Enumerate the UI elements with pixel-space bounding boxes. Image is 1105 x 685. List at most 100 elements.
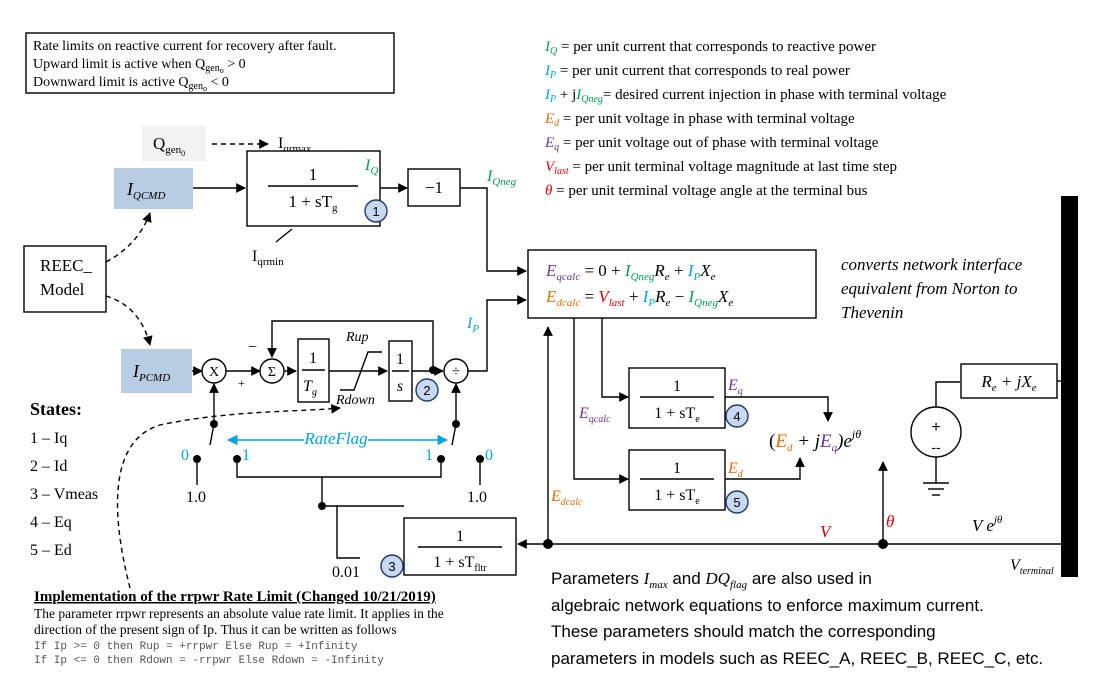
- reec-model-block: REEC_ Model: [23, 245, 107, 313]
- state-badge-5: 5: [725, 490, 749, 514]
- svg-text:1 + sTe: 1 + sTe: [654, 405, 700, 425]
- svg-text:1 + sTg: 1 + sTg: [288, 192, 338, 214]
- svg-text:5 – Ed: 5 – Ed: [30, 542, 72, 559]
- voltage-filter-block: 1 1 + sTfltr: [403, 517, 517, 576]
- rateflag-label: RateFlag: [303, 429, 367, 448]
- right-contact-0: [476, 455, 484, 463]
- svg-text:Qgen0: Qgen0: [153, 134, 185, 158]
- source-top-wire: [935, 381, 960, 408]
- eqcalc-equation: Eqcalc = 0 + IQnegRe + IPXe: [545, 261, 716, 283]
- divider-junction: ÷: [443, 358, 469, 384]
- phasor-expression: (Ed + jEq)ejθ: [769, 427, 861, 454]
- svg-text:2: 2: [423, 383, 430, 398]
- note-line-2: Upward limit is active when Qgeno > 0: [33, 57, 246, 75]
- svg-text:Σ: Σ: [268, 365, 276, 380]
- svg-text:If Ip >= 0 then Rup = +rrpwr: If Ip >= 0 then Rup = +rrpwr Else Rup = …: [34, 641, 358, 653]
- impl-pointer-arrow: [116, 403, 341, 589]
- te-block-ed: 1 1 + sTe: [628, 449, 726, 511]
- right-switch-blade: [451, 423, 457, 446]
- svg-text:1: 1: [396, 351, 404, 368]
- svg-text:3: 3: [388, 559, 395, 574]
- v-label: V: [820, 522, 833, 541]
- converts-note-3: Thevenin: [841, 303, 903, 322]
- left-contact-1: [233, 455, 241, 463]
- implementation-note: Implementation of the rrpwr Rate Limit (…: [34, 589, 444, 667]
- left-contact-0: [193, 455, 201, 463]
- svg-text:+: +: [931, 419, 940, 436]
- rate-limiter-symbol: [340, 351, 382, 391]
- qgen0-block: Qgen0: [142, 126, 206, 161]
- lower-limit-const: 0.01: [332, 564, 360, 581]
- states-list: States: 1 – Iq 2 – Id 3 – Vmeas 4 – Eq 5…: [30, 399, 98, 559]
- integrator-block: 1 s: [388, 340, 413, 402]
- edcalc-equation: Edcalc = Vlast + IPRe − IQnegXe: [545, 287, 733, 309]
- svg-text:1 + sTfltr: 1 + sTfltr: [433, 554, 487, 574]
- edcalc-wire: [573, 318, 629, 484]
- eq-output-label: Eq: [727, 377, 743, 397]
- svg-text:parameters in models such as R: parameters in models such as REEC_A, REE…: [551, 649, 1043, 668]
- v-ejtheta-label: V ejθ: [972, 514, 1003, 535]
- feedback-wire: [267, 320, 434, 369]
- svg-text:−1: −1: [425, 178, 443, 197]
- left-switch-blade: [209, 423, 215, 446]
- iq-wire-label: IQ: [364, 157, 378, 177]
- svg-text:1: 1: [673, 460, 681, 477]
- svg-text:Re + jXe: Re + jXe: [980, 372, 1036, 394]
- tf-block-1: 1 1 + sTg: [246, 150, 381, 227]
- svg-text:3 – Vmeas: 3 – Vmeas: [30, 486, 98, 503]
- summing-junction: Σ: [259, 358, 285, 384]
- ed-output-label: Ed: [727, 460, 744, 480]
- iqneg-wire-label: IQneg: [486, 168, 517, 188]
- impl-title: Implementation of the rrpwr Rate Limit (…: [34, 589, 436, 605]
- note-line-3: Downward limit is active Qgeno < 0: [33, 75, 229, 93]
- rup-label: Rup: [345, 330, 369, 345]
- svg-text:direction of the present sign: direction of the present sign of Ip. Thu…: [34, 622, 397, 637]
- svg-text:algebraic network equations to: algebraic network equations to enforce m…: [551, 596, 984, 615]
- svg-text:1: 1: [309, 165, 318, 184]
- params-line-1: Parameters Imax and DQflag are also used…: [551, 569, 872, 591]
- svg-text:The parameter rrpwr represents: The parameter rrpwr represents an absolu…: [34, 606, 444, 621]
- state-badge-3: 3: [380, 554, 404, 578]
- svg-text:--: --: [931, 439, 941, 455]
- const-left: 1.0: [186, 489, 206, 506]
- note-line-1: Rate limits on reactive current for reco…: [33, 39, 337, 54]
- svg-text:1: 1: [456, 528, 464, 545]
- gain-1-over-tg: 1 Tg: [297, 338, 330, 403]
- sum-plus-sign: +: [238, 376, 245, 390]
- svg-text:5: 5: [733, 495, 740, 510]
- ip-wire: [468, 295, 527, 372]
- feedback-node: [429, 366, 437, 374]
- eqcalc-wire: [601, 318, 629, 402]
- svg-text:4: 4: [733, 409, 740, 424]
- svg-text:IQCMD: IQCMD: [126, 179, 165, 202]
- svg-text:Model: Model: [40, 280, 85, 299]
- sw-right-1: 1: [425, 447, 433, 464]
- v-terminal-label: Vterminal: [1010, 557, 1054, 577]
- eqcalc-label: Eqcalc: [578, 405, 611, 425]
- converts-note-1: converts network interface: [841, 255, 1023, 274]
- svg-text:1 + sTe: 1 + sTe: [654, 487, 700, 507]
- legend-ed: Ed = per unit voltage in phase with term…: [544, 111, 855, 129]
- parameters-note: Parameters Imax and DQflag are also used…: [551, 569, 1043, 668]
- sw-left-0: 0: [181, 447, 189, 464]
- voltage-source: + --: [910, 381, 962, 496]
- iqrmin-label: Iqrmin: [252, 248, 284, 268]
- svg-text:These parameters should match: These parameters should match the corres…: [551, 622, 936, 641]
- variable-legend: IQ = per unit current that corresponds t…: [544, 39, 947, 199]
- source-impedance-block: Re + jXe: [960, 363, 1058, 399]
- state-badge-4: 4: [725, 404, 749, 428]
- svg-text:REEC_: REEC_: [40, 256, 92, 275]
- svg-text:2 – Id: 2 – Id: [30, 458, 67, 475]
- converts-note-2: equivalent from Norton to: [841, 279, 1017, 298]
- svg-text:s: s: [397, 378, 403, 395]
- sw-left-1: 1: [242, 447, 250, 464]
- right-contact-1: [437, 455, 445, 463]
- ed-output-wire: [725, 457, 805, 480]
- svg-text:1: 1: [673, 378, 681, 395]
- state-badge-2: 2: [415, 378, 439, 402]
- legend-eq: Eq = per unit voltage out of phase with …: [544, 135, 879, 153]
- svg-text:X: X: [209, 365, 219, 380]
- legend-ip: IP = per unit current that corresponds t…: [544, 63, 850, 81]
- states-title: States:: [30, 399, 82, 419]
